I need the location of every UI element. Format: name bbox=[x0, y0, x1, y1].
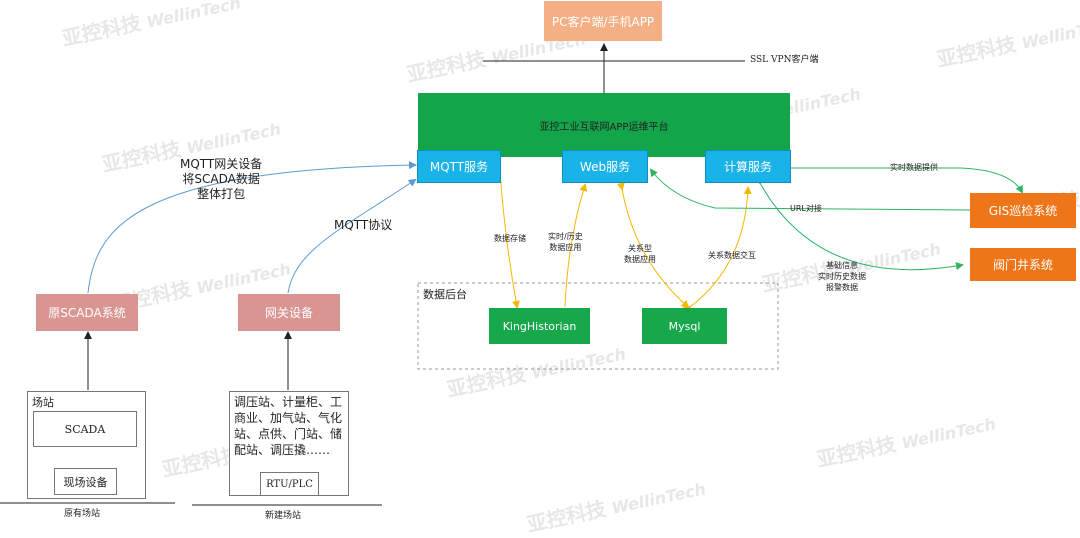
historian-to-web-arrow bbox=[564, 183, 588, 308]
mqtt-to-historian-arrow bbox=[499, 171, 520, 309]
compute-service-label: 计算服务 bbox=[723, 160, 772, 174]
scada-system-label: 原SCADA系统 bbox=[48, 306, 126, 320]
old-station-label: 原有场站 bbox=[64, 509, 101, 519]
field-device-box: 现场设备 bbox=[54, 468, 117, 495]
compute-valve-arrow bbox=[753, 175, 964, 271]
new-station-label: 新建场站 bbox=[265, 511, 302, 521]
mqtt-gateway-label: MQTT网关设备 将SCADA数据 整体打包 bbox=[180, 157, 263, 201]
kinghistorian-box: KingHistorian bbox=[489, 308, 590, 344]
gis-label: GIS巡检系统 bbox=[988, 204, 1058, 218]
valve-label: 阀门井系统 bbox=[992, 258, 1053, 272]
mqtt-service-box: MQTT服务 bbox=[417, 150, 501, 183]
relational-label: 关系型 数据应用 bbox=[624, 244, 656, 264]
rtu-label: RTU/PLC bbox=[266, 478, 313, 490]
scada-to-mqtt-arrow bbox=[87, 161, 417, 294]
site-label: 场站 bbox=[32, 396, 54, 409]
relational-exchange-label: 关系数据交互 bbox=[708, 251, 756, 260]
valve-box: 阀门井系统 bbox=[970, 248, 1076, 281]
web-service-box: Web服务 bbox=[562, 150, 648, 183]
mysql-box: Mysql bbox=[642, 308, 727, 344]
url-link-label: URL对接 bbox=[790, 204, 822, 213]
vpn-label: SSL VPN客户端 bbox=[750, 55, 819, 65]
mysql-label: Mysql bbox=[668, 319, 701, 333]
kinghistorian-label: KingHistorian bbox=[502, 319, 577, 333]
data-storage-label: 数据存储 bbox=[494, 234, 526, 243]
gis-box: GIS巡检系统 bbox=[970, 193, 1076, 228]
field-device-label: 现场设备 bbox=[63, 475, 108, 489]
new-site-text: 调压站、计量柜、工商业、加气站、气化站、点供、门站、储配站、调压撬…… bbox=[234, 395, 343, 457]
realtime-history-label: 实时/历史 数据应用 bbox=[548, 232, 583, 252]
web-mysql-arrow bbox=[616, 182, 690, 309]
backend-box bbox=[417, 282, 779, 370]
mysql-compute-arrow bbox=[682, 186, 752, 314]
platform-box: 亚控工业互联网APP运维平台 bbox=[418, 93, 790, 157]
realtime-provide-label: 实时数据提供 bbox=[890, 163, 938, 172]
client-box: PC客户端/手机APP bbox=[544, 1, 662, 41]
rtu-box: RTU/PLC bbox=[260, 472, 319, 496]
new-site-box: 调压站、计量柜、工商业、加气站、气化站、点供、门站、储配站、调压撬…… bbox=[229, 391, 349, 496]
web-service-label: Web服务 bbox=[579, 160, 631, 174]
platform-label: 亚控工业互联网APP运维平台 bbox=[539, 121, 669, 133]
basic-info-label: 基础信息 实时历史数据 报警数据 bbox=[818, 261, 866, 292]
mqtt-protocol-label: MQTT协议 bbox=[334, 218, 393, 232]
scada-label: SCADA bbox=[64, 422, 106, 436]
backend-label: 数据后台 bbox=[423, 288, 467, 301]
compute-service-box: 计算服务 bbox=[705, 150, 791, 183]
client-label: PC客户端/手机APP bbox=[551, 14, 655, 29]
gateway-device-box: 网关设备 bbox=[238, 294, 340, 331]
scada-system-box: 原SCADA系统 bbox=[36, 294, 138, 331]
compute-to-gis-arrow bbox=[790, 167, 1023, 194]
gis-to-web-arrow bbox=[649, 168, 971, 211]
scada-box: SCADA bbox=[33, 411, 137, 447]
mqtt-service-label: MQTT服务 bbox=[429, 160, 489, 174]
gateway-to-mqtt-arrow bbox=[287, 178, 417, 294]
connector-layer bbox=[0, 43, 1023, 506]
gateway-device-label: 网关设备 bbox=[264, 306, 313, 320]
